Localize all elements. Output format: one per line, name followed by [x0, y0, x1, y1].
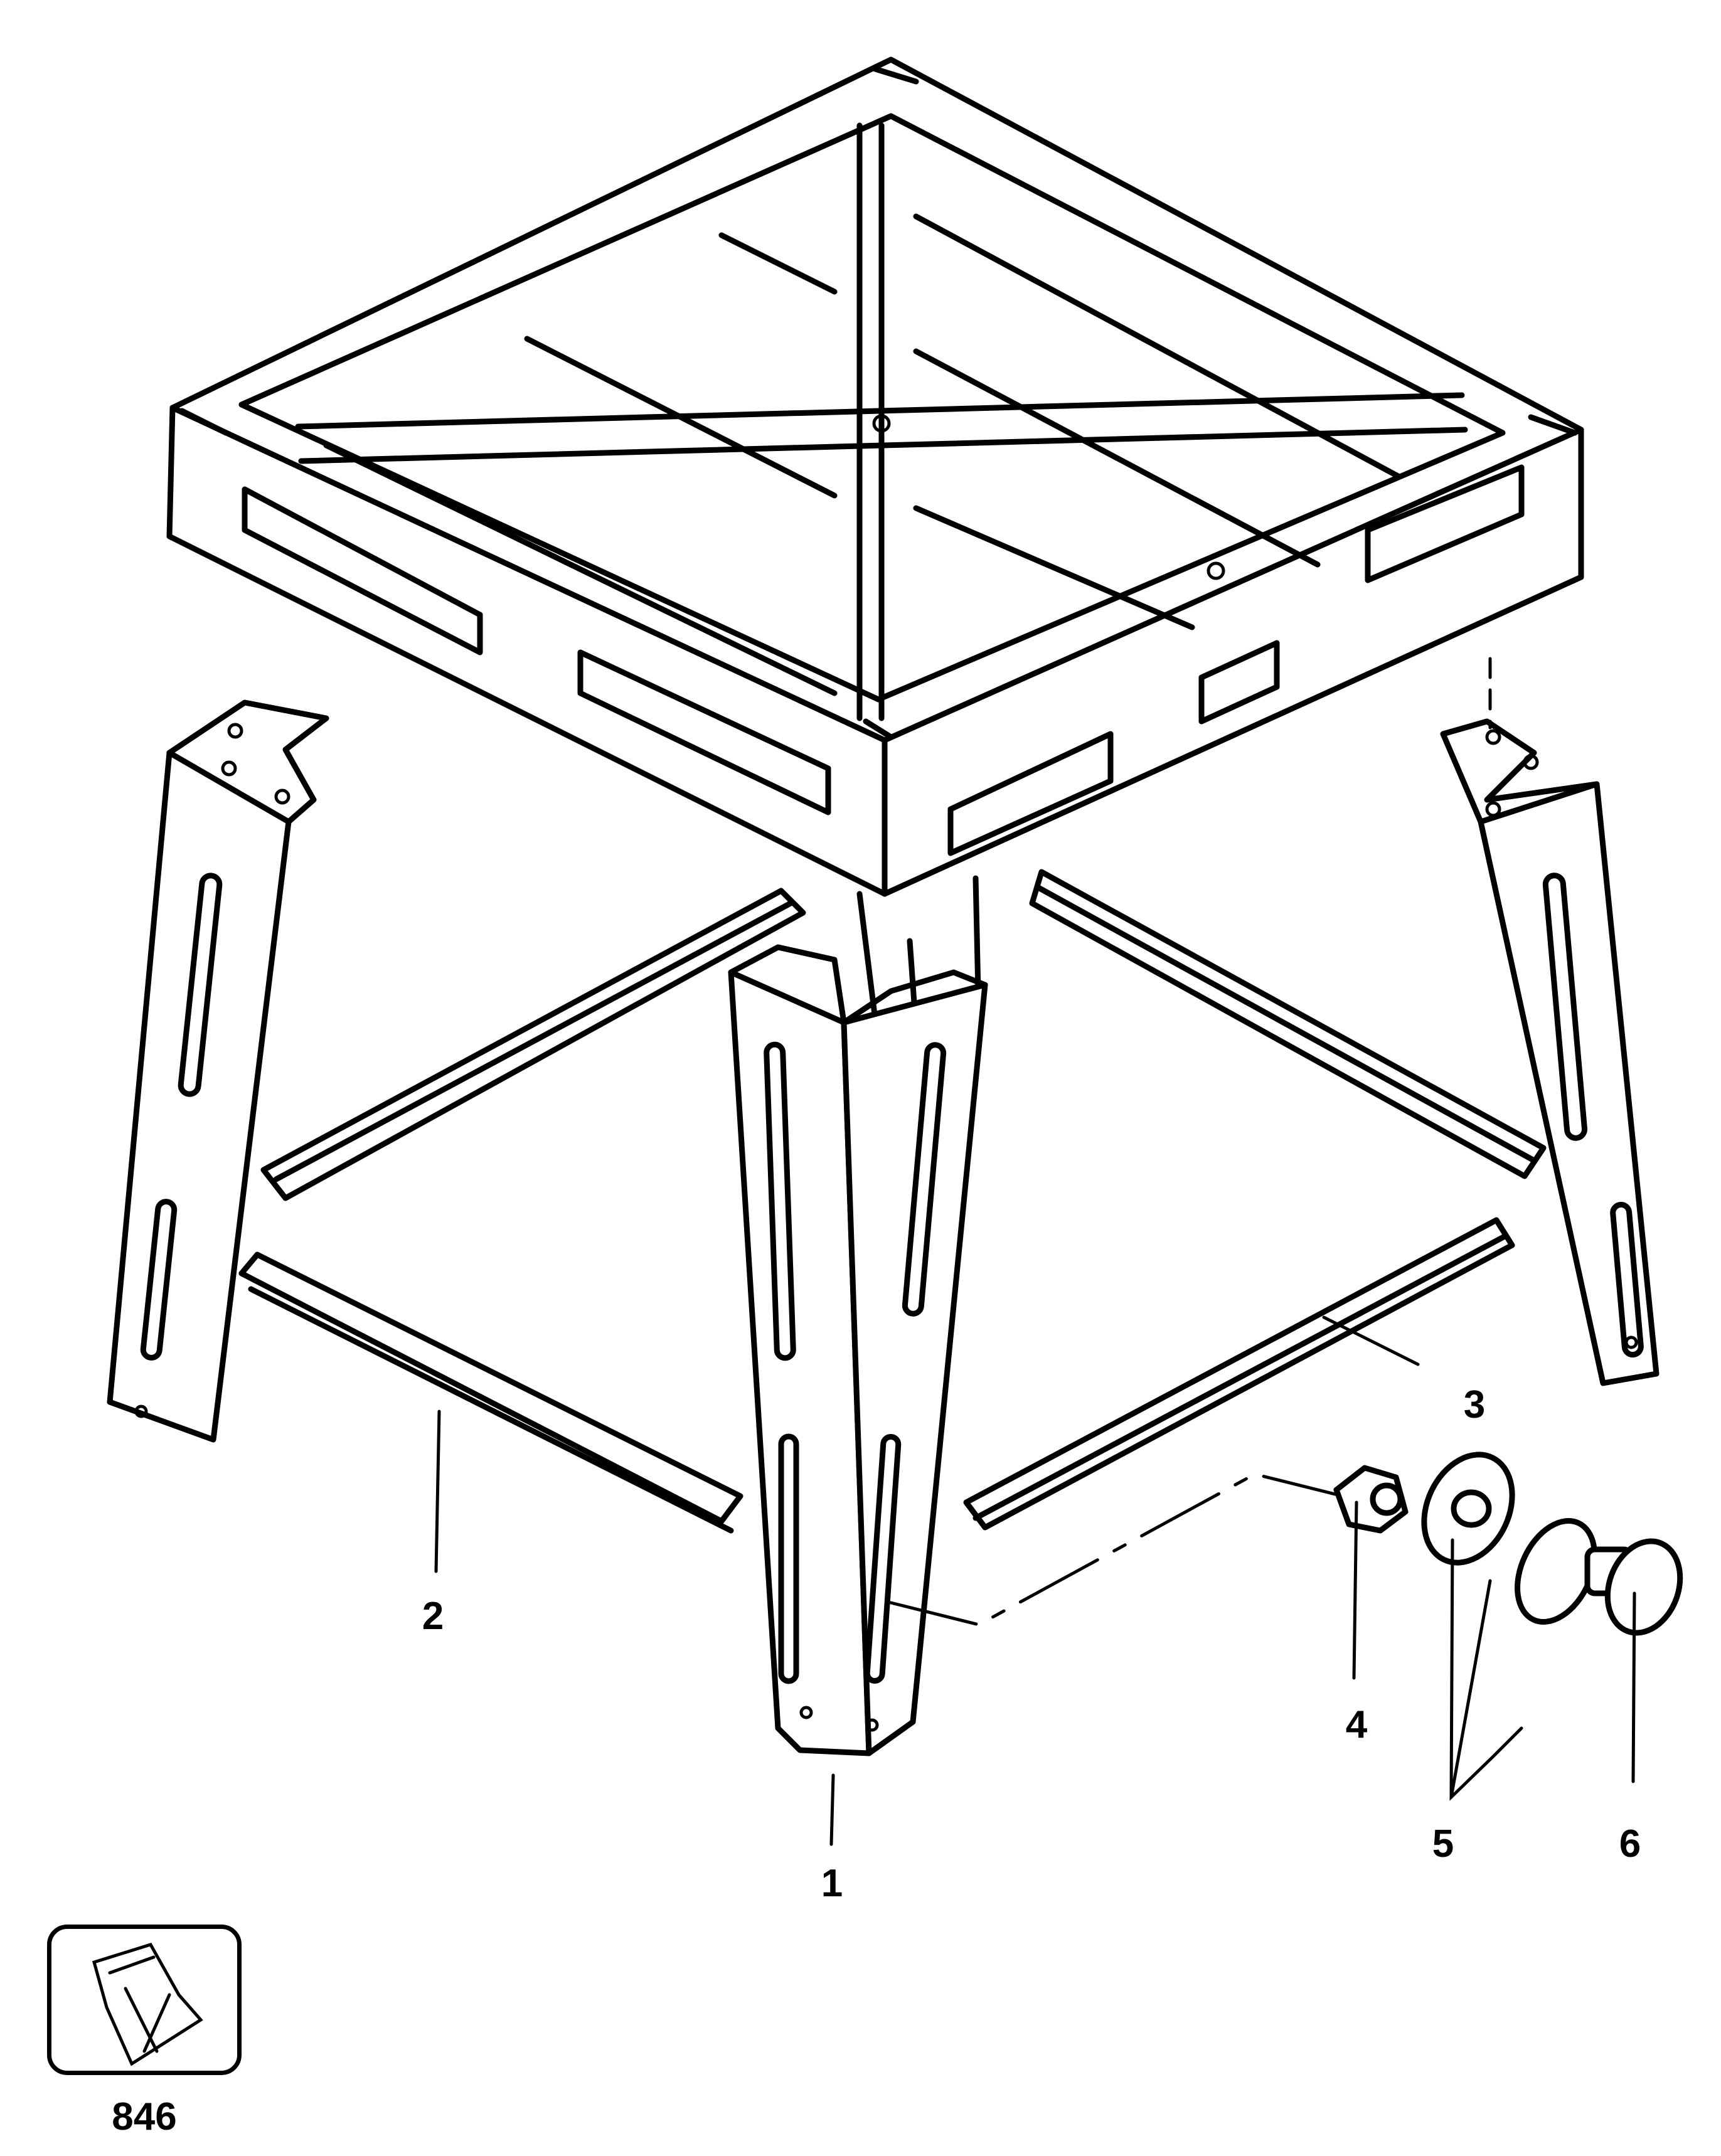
upper-left-rail — [260, 888, 806, 1201]
kit-box — [47, 1925, 242, 2075]
leader-lines — [434, 1315, 1636, 1846]
hex-nut — [1333, 1465, 1409, 1534]
top-frame — [166, 56, 1584, 1035]
callout-4: 4 — [1345, 1703, 1368, 1746]
callout-2: 2 — [422, 1595, 444, 1638]
washer — [1421, 1452, 1515, 1566]
carriage-bolt — [1515, 1518, 1683, 1636]
callout-3: 3 — [1463, 1383, 1486, 1426]
kit-number: 846 — [112, 2095, 177, 2138]
lower-right-rail — [963, 1217, 1515, 1531]
front-leg — [728, 944, 988, 1756]
callout-5: 5 — [1432, 1822, 1454, 1866]
fastener-set — [889, 1452, 1683, 1636]
lower-left-rail — [238, 1251, 743, 1534]
right-leg — [1440, 657, 1660, 1386]
callout-1: 1 — [821, 1862, 843, 1905]
left-leg — [107, 699, 329, 1443]
hardware-bag-icon — [92, 1943, 203, 2066]
callout-6: 6 — [1619, 1822, 1641, 1866]
upper-right-rail — [1029, 869, 1547, 1179]
